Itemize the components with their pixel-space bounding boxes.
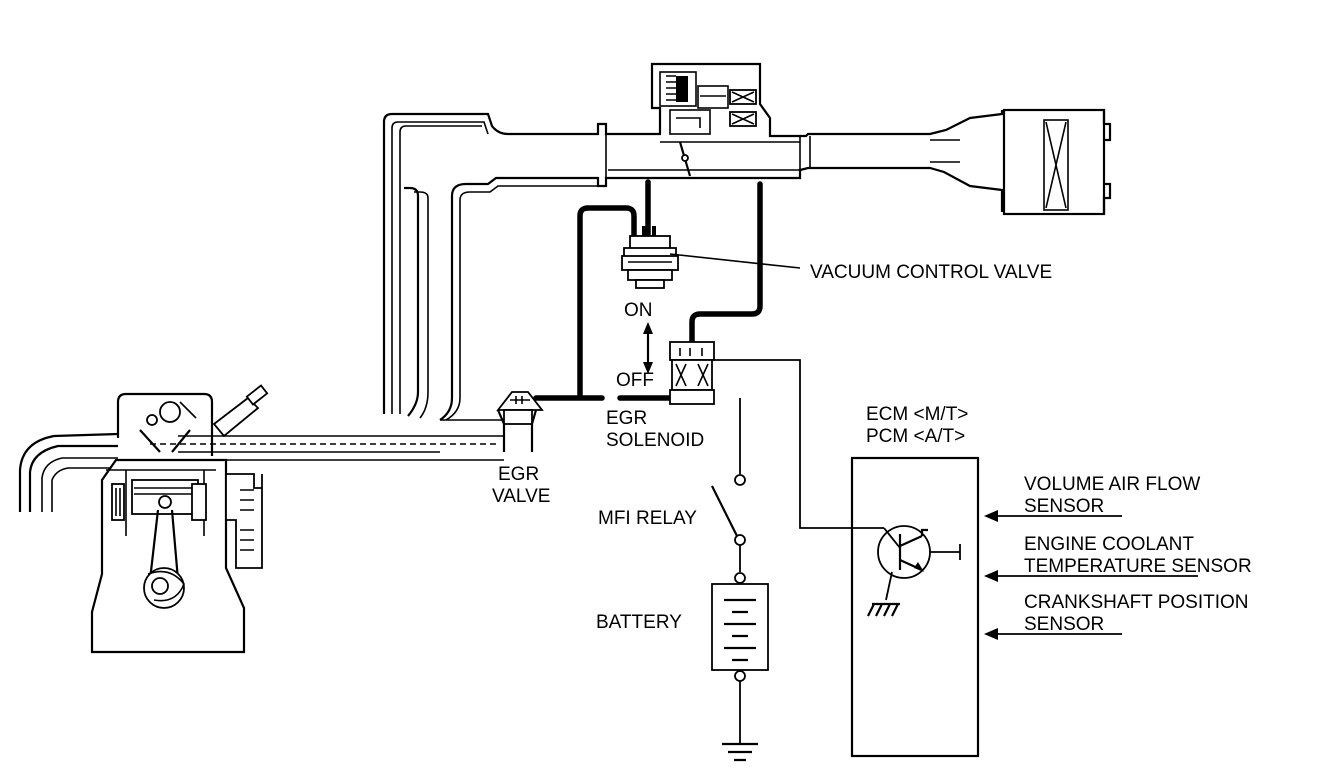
engine-coolant-label-line1: ENGINE COOLANT — [1024, 534, 1194, 555]
wiring — [711, 359, 884, 762]
on-label: ON — [624, 300, 653, 321]
battery-label: BATTERY — [596, 612, 682, 633]
crankshaft-label-line1: CRANKSHAFT POSITION — [1024, 592, 1249, 613]
egr-passage — [150, 419, 504, 461]
engine-coolant-label-line2: TEMPERATURE SENSOR — [1024, 556, 1252, 577]
vacuum-control-valve-label: VACUUM CONTROL VALVE — [810, 262, 1052, 283]
pcm-label: PCM <A/T> — [866, 426, 965, 447]
egr-solenoid-label-line2: SOLENOID — [606, 430, 704, 451]
on-off-arrow — [643, 322, 653, 374]
ecm-label: ECM <M/T> — [866, 404, 968, 425]
egr-valve-label-line1: EGR — [498, 464, 539, 485]
air-cleaner — [1002, 108, 1112, 216]
ecm-box — [850, 456, 1020, 758]
throttle-body — [659, 71, 757, 177]
engine — [18, 384, 269, 654]
volume-air-flow-label-line2: SENSOR — [1024, 496, 1104, 517]
egr-valve — [496, 391, 544, 452]
egr-valve-label-line2: VALVE — [492, 486, 550, 507]
off-label: OFF — [616, 370, 654, 391]
mfi-relay-label: MFI RELAY — [598, 508, 697, 529]
egr-solenoid — [669, 341, 715, 405]
vacuum-control-valve — [621, 226, 801, 289]
egr-solenoid-label-line1: EGR — [606, 408, 647, 429]
crankshaft-label-line2: SENSOR — [1024, 614, 1104, 635]
sensor-underlines — [1020, 515, 1198, 635]
vacuum-hoses — [533, 179, 763, 401]
intake-air-duct — [382, 62, 1004, 421]
volume-air-flow-label-line1: VOLUME AIR FLOW — [1024, 474, 1200, 495]
